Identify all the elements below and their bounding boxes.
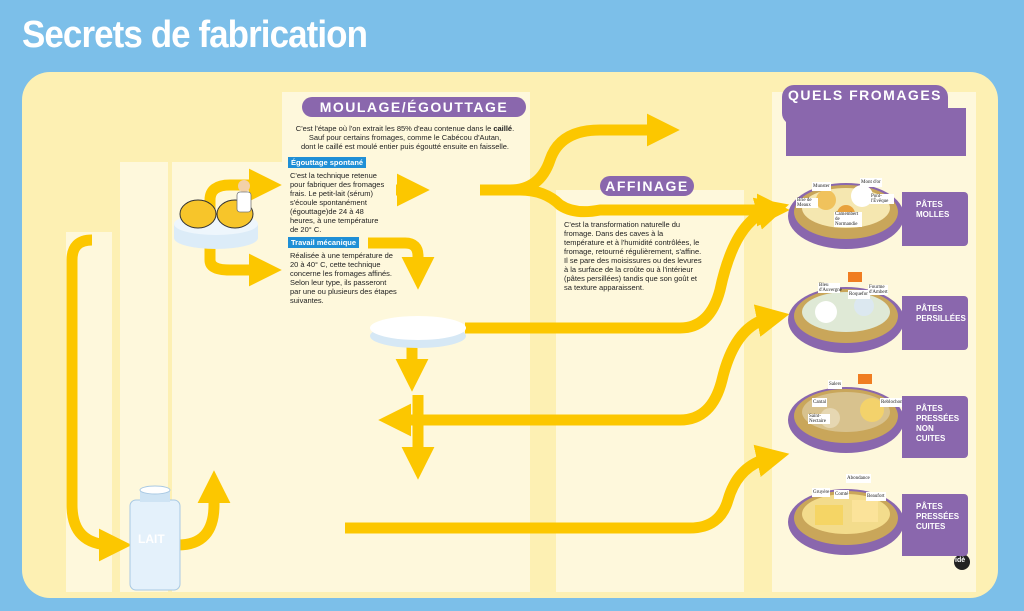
moulage-header-text: MOULAGE/ÉGOUTTAGE <box>319 99 509 115</box>
tray1-tag-munster: Munster <box>812 182 831 191</box>
affinage-header-text: AFFINAGE <box>605 178 689 194</box>
tray3-tag-reblochon: Reblochon <box>880 398 904 407</box>
tray2-tag-fourme: Fourme d'Ambert <box>868 285 888 295</box>
arrow-to-persillees <box>418 304 790 426</box>
tray2-tag-roquefort: Roquefort <box>848 290 871 299</box>
fromages-top-box <box>786 108 966 156</box>
lait-label: LAIT <box>138 532 165 546</box>
moulage-intro-part3: dont le caillé est moulé entier puis égo… <box>300 142 510 151</box>
egouttage-text: C'est la technique retenue pour fabrique… <box>290 171 385 234</box>
arrow-disc-right <box>465 197 790 334</box>
affinage-text: C'est la transformation naturelle du fro… <box>564 220 702 292</box>
tray4-tag-comte: Comté <box>834 490 850 499</box>
moulage-intro-part1: C'est l'étape où l'on extrait les 85% d'… <box>295 124 494 133</box>
travail-text: Réalisée à une température de 20 à 40° C… <box>290 251 397 305</box>
category-pates-pressees-non-cuites: PÂTES PRESSÉES NON CUITES <box>902 396 968 458</box>
category-noncuites-line2: PRESSÉES <box>916 414 960 423</box>
moulage-header: MOULAGE/ÉGOUTTAGE <box>302 97 526 117</box>
arrow-to-affinage-top <box>480 113 680 196</box>
travail-label: Travail mécanique <box>288 237 360 248</box>
category-cuites-line2: PRESSÉES <box>916 512 960 521</box>
egouttage-label: Égouttage spontané <box>288 157 367 168</box>
tray3-tag-cantal: Cantal <box>812 398 828 407</box>
category-pates-pressees-cuites: PÂTES PRESSÉES CUITES <box>902 494 968 556</box>
logo-circle <box>954 554 970 570</box>
tray4-tag-abondance: Abondance <box>846 474 871 483</box>
arrow-to-non-cuites <box>345 444 790 534</box>
arrow-curd-up <box>204 168 282 210</box>
tray-non-cuites <box>788 374 904 453</box>
tray-persillees <box>788 272 904 353</box>
arrow-curd-down <box>204 240 282 287</box>
tray4-tag-beaufort: Beaufort <box>866 492 886 501</box>
tray-cuites <box>788 489 904 555</box>
category-cuites-line1: PÂTES <box>916 502 943 511</box>
category-noncuites-line3: NON CUITES <box>916 424 946 443</box>
category-cuites-line3: CUITES <box>916 522 946 531</box>
page-title: Secrets de fabrication <box>22 14 368 56</box>
tray2-tag-bleu: Bleu d'Auvergne <box>818 283 843 293</box>
affinage-header: AFFINAGE <box>600 176 694 196</box>
arrow-to-molles <box>480 184 790 227</box>
category-pates-persillees: PÂTES PERSILLÉES <box>902 296 968 350</box>
category-pates-molles: PÂTES MOLLES <box>902 192 968 246</box>
tray1-tag-pontleveque: Pont-l'Évêque <box>870 194 894 204</box>
tray4-tag-gruyere: Gruyère <box>812 488 831 497</box>
category-noncuites-line1: PÂTES <box>916 404 943 413</box>
category-molles-line2: MOLLES <box>916 210 950 219</box>
arrow-from-milk <box>177 470 231 551</box>
moulage-intro: C'est l'étape où l'on extrait les 85% d'… <box>290 124 520 151</box>
moulage-intro-bold: caillé <box>493 124 513 133</box>
moulage-intro-part2: . Sauf pour certains fromages, comme le … <box>308 124 515 142</box>
milk-can-illustration <box>129 485 181 591</box>
category-molles-line1: PÂTES <box>916 200 943 209</box>
curd-pot-illustration <box>174 180 258 249</box>
cheese-disc <box>370 316 466 348</box>
arrow-travail <box>368 237 435 290</box>
arrow-to-milk <box>66 234 112 545</box>
tray1-tag-brie: Brie de Meaux <box>796 198 818 208</box>
tray1-tag-camembert: Camembert de Normandie <box>834 212 862 227</box>
logo-text: idè <box>955 557 966 564</box>
category-persillees-line2: PERSILLÉES <box>916 314 966 323</box>
tray3-tag-salers: Salers <box>828 380 843 389</box>
tray1-tag-montdor: Mont d'or <box>860 178 882 187</box>
tray3-tag-saintnectaire: Saint-Nectaire <box>808 414 830 424</box>
category-persillees-line1: PÂTES <box>916 304 943 313</box>
